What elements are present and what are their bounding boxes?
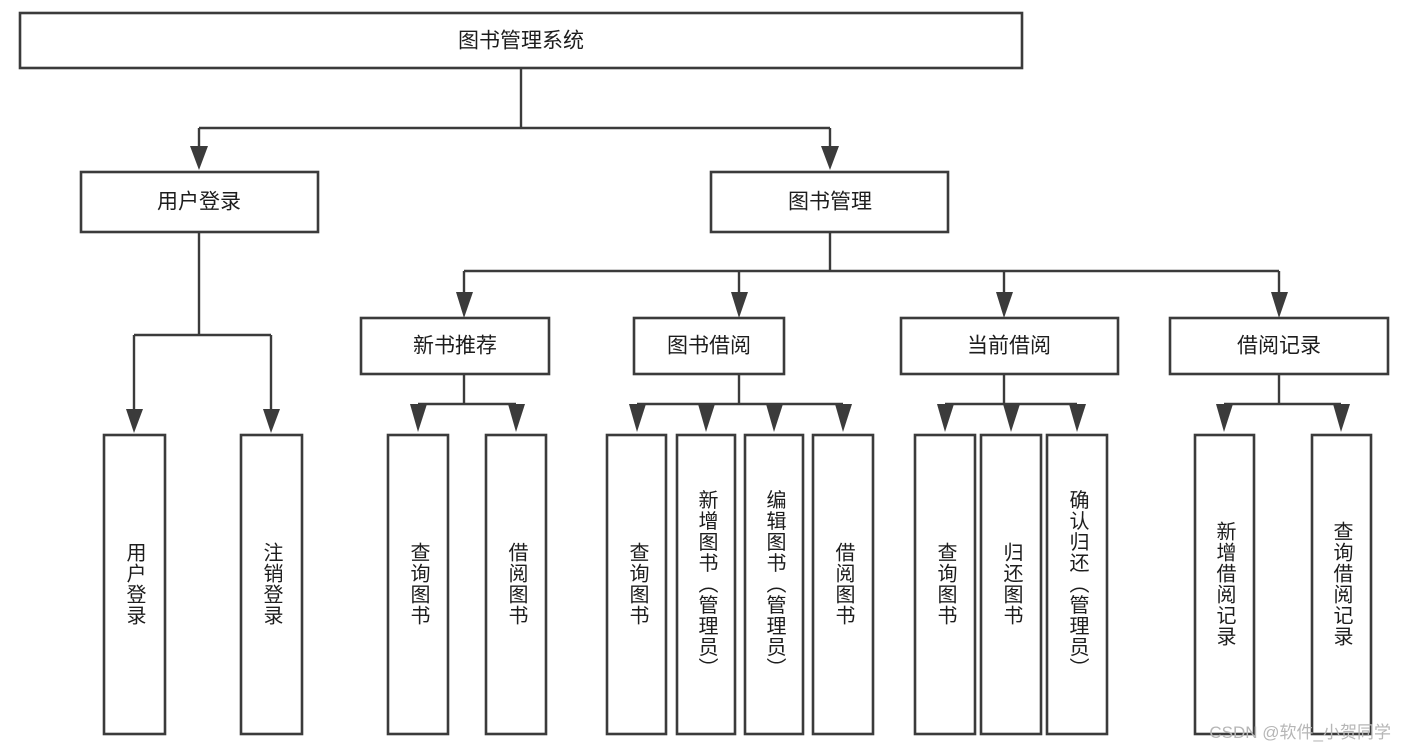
arrowhead-leaf-user-logout [263, 409, 280, 433]
node-label-leaf-borrow-book-2: 借阅图书 [832, 542, 855, 626]
arrowhead-leaf-query-book-3 [937, 404, 954, 432]
arrowhead-leaf-borrow-book-1 [508, 404, 525, 432]
arrowhead-leaf-add-book [698, 404, 715, 432]
connector-layer [126, 67, 1350, 433]
arrowhead-leaf-edit-book [766, 404, 783, 432]
node-box-leaf-user-logout[interactable] [239, 433, 304, 736]
arrowhead-leaf-return-book [1003, 404, 1020, 432]
arrowhead-leaf-query-book-1 [410, 404, 427, 432]
node-box-new-book-recommend[interactable] [359, 316, 551, 376]
arrowhead-current-borrow [996, 292, 1013, 318]
node-leaf-edit-book[interactable]: 编辑图书（管理员） [743, 433, 805, 736]
node-label-root: 图书管理系统 [458, 30, 584, 53]
node-box-leaf-borrow-book-2[interactable] [811, 433, 875, 736]
node-label-leaf-add-record: 新增借阅记录 [1213, 521, 1236, 647]
node-label-leaf-edit-book: 编辑图书（管理员） [763, 489, 786, 678]
node-box-user-login[interactable] [79, 170, 320, 234]
node-label-leaf-user-logout: 注销登录 [260, 542, 283, 626]
node-leaf-return-book[interactable]: 归还图书 [979, 433, 1043, 736]
node-leaf-borrow-book-2[interactable]: 借阅图书 [811, 433, 875, 736]
node-label-book-management: 图书管理 [788, 191, 872, 214]
node-book-management[interactable]: 图书管理 [709, 170, 950, 234]
node-leaf-query-book-3[interactable]: 查询图书 [913, 433, 977, 736]
node-label-book-borrow: 图书借阅 [667, 335, 751, 358]
node-label-new-book-recommend: 新书推荐 [413, 335, 497, 358]
node-box-leaf-query-record[interactable] [1310, 433, 1373, 736]
node-box-leaf-query-book-3[interactable] [913, 433, 977, 736]
node-box-root[interactable] [18, 11, 1024, 70]
node-box-leaf-edit-book[interactable] [743, 433, 805, 736]
node-box-current-borrow[interactable] [899, 316, 1120, 376]
node-borrow-record[interactable]: 借阅记录 [1168, 316, 1390, 376]
arrowhead-user-login [190, 146, 208, 170]
node-box-leaf-user-login[interactable] [102, 433, 167, 736]
node-box-book-management[interactable] [709, 170, 950, 234]
node-label-user-login: 用户登录 [157, 191, 241, 214]
node-leaf-query-record[interactable]: 查询借阅记录 [1310, 433, 1373, 736]
node-label-leaf-add-book: 新增图书（管理员） [695, 489, 718, 678]
node-user-login[interactable]: 用户登录 [79, 170, 320, 234]
arrowhead-leaf-query-record [1333, 404, 1350, 432]
arrowhead-new-book-recommend [456, 292, 473, 318]
node-label-leaf-confirm-return: 确认归还（管理员） [1066, 489, 1089, 678]
node-box-leaf-borrow-book-1[interactable] [484, 433, 548, 736]
node-box-borrow-record[interactable] [1168, 316, 1390, 376]
node-label-leaf-user-login: 用户登录 [123, 542, 146, 626]
node-current-borrow[interactable]: 当前借阅 [899, 316, 1120, 376]
node-label-leaf-query-book-1: 查询图书 [407, 542, 430, 626]
node-label-leaf-query-book-2: 查询图书 [626, 542, 649, 626]
arrowhead-leaf-add-record [1216, 404, 1233, 432]
node-box-leaf-add-record[interactable] [1193, 433, 1256, 736]
node-label-leaf-query-book-3: 查询图书 [934, 542, 957, 626]
node-label-current-borrow: 当前借阅 [967, 335, 1051, 358]
node-box-leaf-query-book-2[interactable] [605, 433, 668, 736]
arrowhead-leaf-confirm-return [1069, 404, 1086, 432]
node-book-borrow[interactable]: 图书借阅 [632, 316, 786, 376]
node-label-leaf-borrow-book-1: 借阅图书 [505, 542, 528, 626]
node-leaf-query-book-2[interactable]: 查询图书 [605, 433, 668, 736]
node-leaf-borrow-book-1[interactable]: 借阅图书 [484, 433, 548, 736]
node-leaf-confirm-return[interactable]: 确认归还（管理员） [1045, 433, 1109, 736]
watermark-text: CSDN @软件_小贺同学 [1209, 723, 1391, 742]
arrowhead-leaf-query-book-2 [629, 404, 646, 432]
node-new-book-recommend[interactable]: 新书推荐 [359, 316, 551, 376]
node-label-leaf-return-book: 归还图书 [1000, 542, 1023, 626]
node-box-book-borrow[interactable] [632, 316, 786, 376]
arrowhead-book-borrow [731, 292, 748, 318]
node-book-management-system[interactable]: 图书管理系统 [18, 11, 1024, 70]
node-box-leaf-return-book[interactable] [979, 433, 1043, 736]
arrowhead-leaf-borrow-book-2 [835, 404, 852, 432]
node-leaf-add-book[interactable]: 新增图书（管理员） [675, 433, 737, 736]
arrowhead-book-management [821, 146, 839, 170]
node-label-borrow-record: 借阅记录 [1237, 335, 1321, 358]
node-leaf-add-record[interactable]: 新增借阅记录 [1193, 433, 1256, 736]
node-box-leaf-query-book-1[interactable] [386, 433, 450, 736]
node-leaf-user-logout[interactable]: 注销登录 [239, 433, 304, 736]
arrowhead-borrow-record [1271, 292, 1288, 318]
node-leaf-query-book-1[interactable]: 查询图书 [386, 433, 450, 736]
arrowhead-leaf-user-login [126, 409, 143, 433]
node-box-leaf-confirm-return[interactable] [1045, 433, 1109, 736]
node-leaf-user-login[interactable]: 用户登录 [102, 433, 167, 736]
node-box-leaf-add-book[interactable] [675, 433, 737, 736]
node-label-leaf-query-record: 查询借阅记录 [1330, 521, 1353, 647]
